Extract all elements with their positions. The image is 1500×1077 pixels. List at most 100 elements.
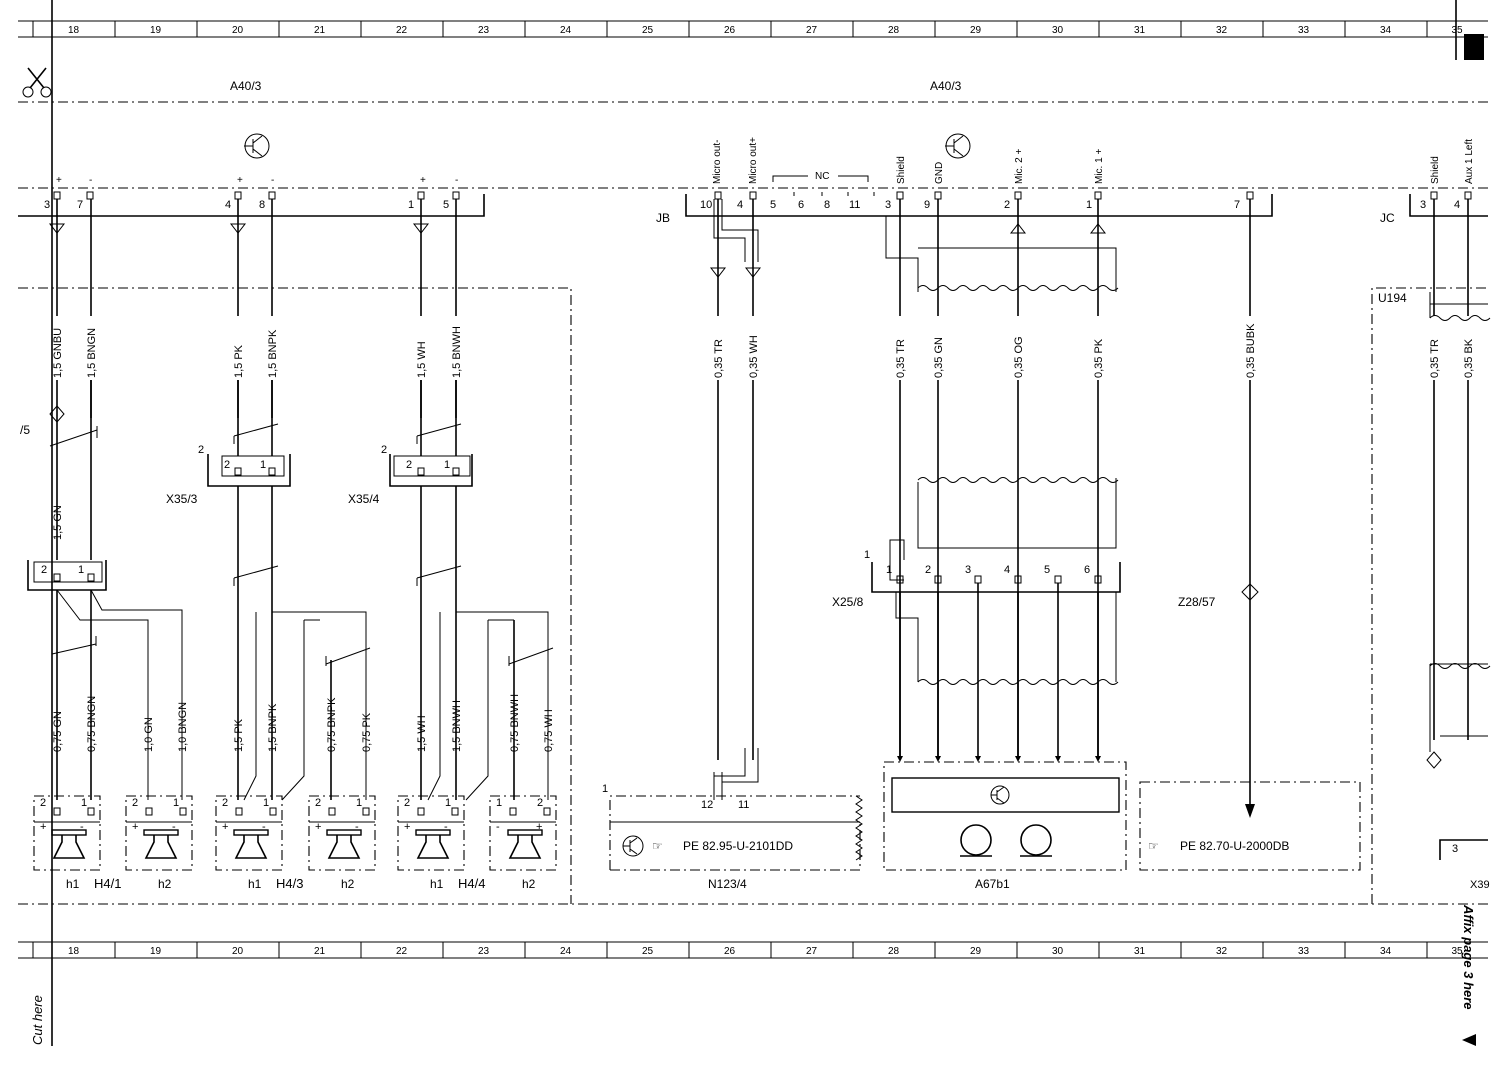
grid-number-top: 18 <box>68 25 80 36</box>
svg-text:1: 1 <box>78 564 84 576</box>
svg-text:2: 2 <box>222 797 228 809</box>
connector-x25-8: 1 <box>864 549 1121 593</box>
svg-text:3: 3 <box>1452 843 1458 855</box>
jc-signal-label: Shield <box>1430 156 1441 184</box>
pointer-icon: ☞ <box>1148 839 1159 853</box>
jb-pin-number: 6 <box>798 199 804 211</box>
grid-number-bottom: 29 <box>970 946 982 957</box>
pin-number: 8 <box>259 199 265 211</box>
speaker-group-label: H4/4 <box>458 876 485 891</box>
pin-terminal <box>234 191 242 200</box>
wire-label: 1,5 BNGN <box>86 328 98 378</box>
speaker-name: h2 <box>522 877 536 891</box>
jb-pin-number: 8 <box>824 199 830 211</box>
wire-label: 1,5 GN <box>52 505 64 540</box>
grid-number-bottom: 19 <box>150 946 162 957</box>
cut-here-label: Cut here <box>30 995 45 1045</box>
jb-signal-label: Shield <box>896 156 907 184</box>
pin-number: 3 <box>44 199 50 211</box>
jb-pin-number: 5 <box>770 199 776 211</box>
grid-number-top: 29 <box>970 25 982 36</box>
jb-pin-number: 3 <box>885 199 891 211</box>
jb-pin-number: 7 <box>1234 199 1240 211</box>
grid-number-top: 27 <box>806 25 818 36</box>
wire-label: 1,5 BNWH <box>451 326 463 378</box>
wire-label: 0,75 GN <box>52 711 64 752</box>
svg-text:-: - <box>496 821 500 833</box>
grid-number-top: 20 <box>232 25 244 36</box>
wire-label: 0,35 TR <box>1429 339 1441 378</box>
svg-text:1: 1 <box>496 797 502 809</box>
svg-text:2: 2 <box>406 459 412 471</box>
connector-x35-3: 2 2 1 <box>198 444 291 487</box>
pin-sign: + <box>237 175 243 186</box>
wire-label: 0,75 BNWH <box>509 694 521 752</box>
grid-number-bottom: 35 <box>1452 946 1464 957</box>
jb-signal-label: Mic. 1 + <box>1094 149 1105 184</box>
pin-terminal <box>86 191 94 200</box>
grid-number-bottom: 34 <box>1380 946 1392 957</box>
grid-number-bottom: 22 <box>396 946 408 957</box>
grid-number-top: 30 <box>1052 25 1064 36</box>
wire-label: 1,5 PK <box>233 344 245 378</box>
speaker-name: h2 <box>158 877 172 891</box>
grid-number-top: 34 <box>1380 25 1392 36</box>
grid-number-top: 35 <box>1452 25 1464 36</box>
pe-right-label: PE 82.70-U-2000DB <box>1180 839 1289 853</box>
svg-text:1: 1 <box>444 459 450 471</box>
n123-name-label: N123/4 <box>708 877 747 891</box>
grid-number-bottom: 28 <box>888 946 900 957</box>
grid-number-top: 33 <box>1298 25 1310 36</box>
a67b1-label: A67b1 <box>975 877 1010 891</box>
pin-sign: + <box>56 175 62 186</box>
grid-number-bottom: 30 <box>1052 946 1064 957</box>
pin-terminal <box>417 191 425 200</box>
grid-number-bottom: 18 <box>68 946 80 957</box>
x25-pin-number: 5 <box>1044 564 1050 576</box>
grid-number-bottom: 27 <box>806 946 818 957</box>
z28-57-label: Z28/57 <box>1178 595 1216 609</box>
svg-text:-: - <box>172 821 176 833</box>
svg-text:+: + <box>404 821 410 833</box>
grid-number-top: 28 <box>888 25 900 36</box>
svg-text:+: + <box>132 821 138 833</box>
connector-left-bridge: 2 1 <box>27 560 107 591</box>
speaker-name: h2 <box>341 877 355 891</box>
wire-label: 0,75 WH <box>543 709 555 752</box>
connector-x35-4: 2 2 1 <box>381 444 473 487</box>
pin-terminal <box>53 191 61 200</box>
svg-text:-: - <box>355 821 359 833</box>
pin-sign: - <box>271 175 274 186</box>
wire-label: 1,5 BNPK <box>267 329 279 378</box>
svg-text:2: 2 <box>198 444 204 456</box>
jc-pin-number: 4 <box>1454 199 1460 211</box>
jb-signal-label: Micro out- <box>712 140 723 184</box>
pin-terminal <box>934 191 942 200</box>
grid-bottom <box>18 941 1488 959</box>
grid-number-top: 24 <box>560 25 572 36</box>
svg-text:1: 1 <box>445 797 451 809</box>
grid-number-bottom: 23 <box>478 946 490 957</box>
jb-signal-label: Micro out+ <box>748 137 759 184</box>
wire-label: 0,75 BNGN <box>86 696 98 752</box>
wire-label: 0,35 GN <box>933 337 945 378</box>
component-a40-3-left: A40/3 <box>230 79 262 93</box>
grid-number-top: 22 <box>396 25 408 36</box>
wire-label: 1,0 BNGN <box>177 702 189 752</box>
jb-pin-number: 9 <box>924 199 930 211</box>
pin-terminal <box>452 191 460 200</box>
x39-label: X39 <box>1470 879 1490 891</box>
speaker-group-label: H4/3 <box>276 876 303 891</box>
wire-label: 0,35 TR <box>713 339 725 378</box>
speaker-name: h1 <box>66 877 80 891</box>
svg-text:-: - <box>262 821 266 833</box>
grid-number-bottom: 32 <box>1216 946 1228 957</box>
svg-text:2: 2 <box>224 459 230 471</box>
wire-label: 0,35 OG <box>1013 336 1025 378</box>
wire-label: 0,35 TR <box>895 339 907 378</box>
svg-text:2: 2 <box>41 564 47 576</box>
wire-label: 1,5 PK <box>233 718 245 752</box>
